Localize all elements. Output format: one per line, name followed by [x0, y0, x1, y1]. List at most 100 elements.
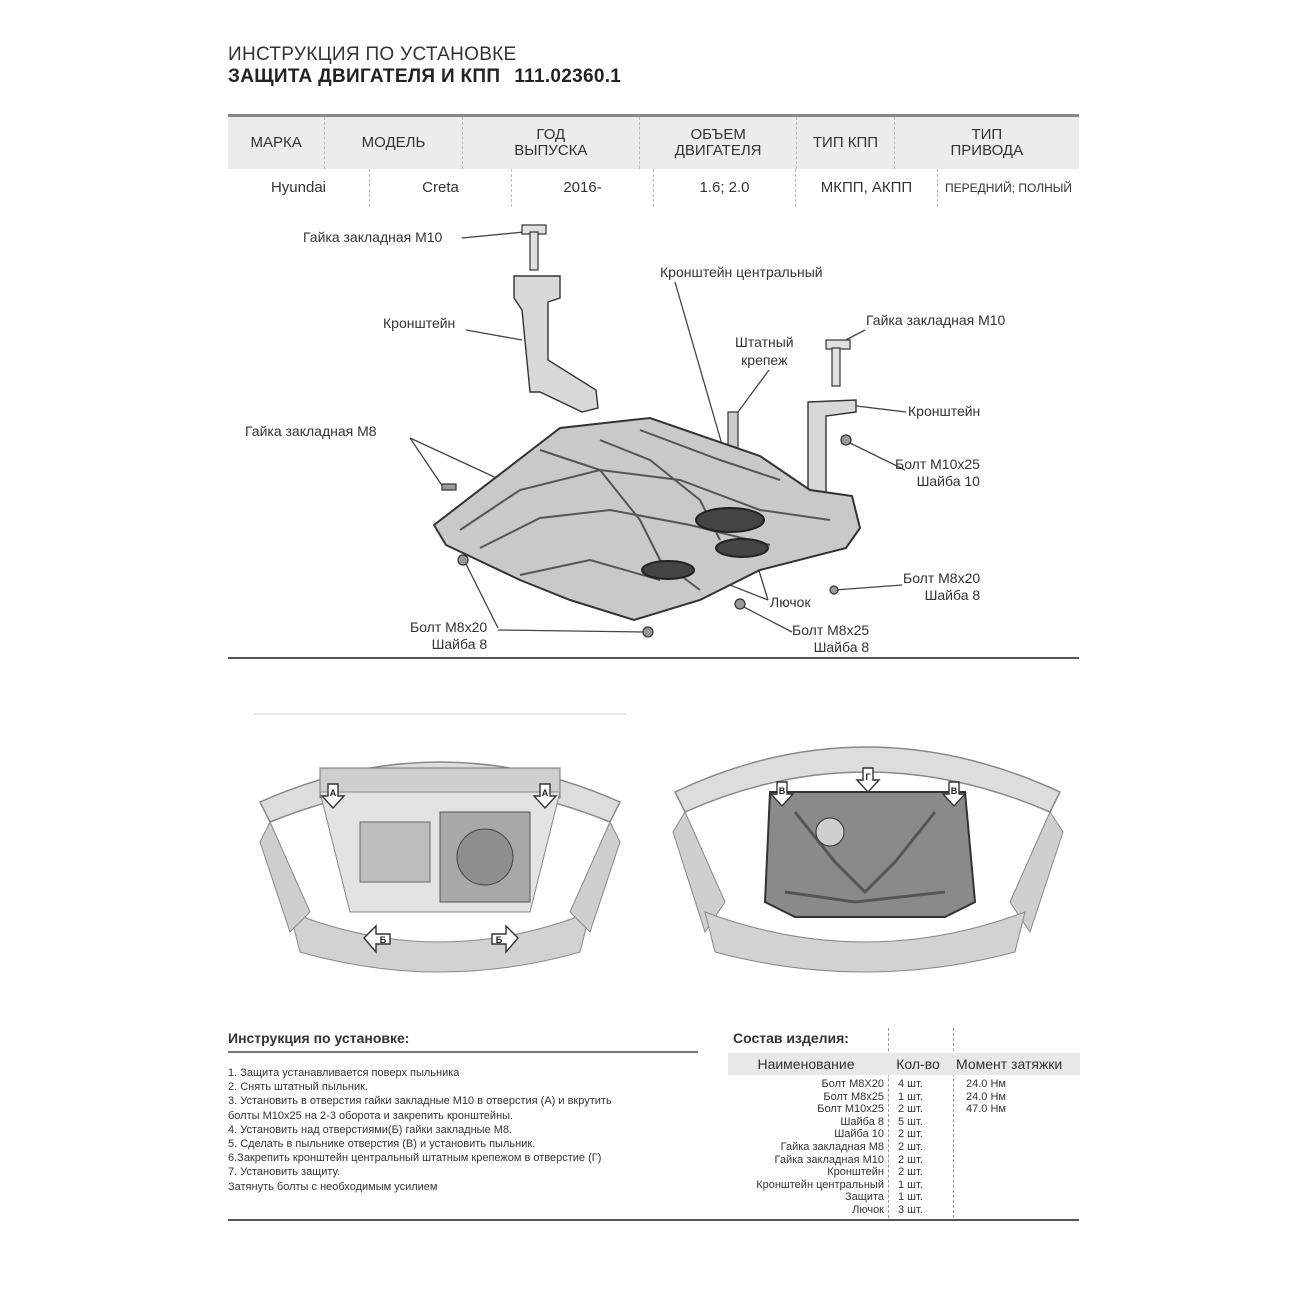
row-name: Болт М8х25 — [823, 1090, 884, 1103]
spec-brand: Hyundai — [228, 169, 370, 207]
marker-a-right: А — [542, 788, 549, 798]
marker-v-left: В — [779, 786, 786, 796]
label-bolt-m10x25: Болт М10х25 Шайба 10 — [895, 456, 980, 489]
row-qty: 2 шт. — [898, 1166, 923, 1179]
instruction-line-9: Затянуть болты с необходимым усилием — [228, 1180, 438, 1193]
product-name: ЗАЩИТА ДВИГАТЕЛЯ И КПП — [228, 66, 501, 87]
row-torque: 47.0 Нм — [966, 1103, 1006, 1116]
row-qty: 2 шт. — [898, 1140, 923, 1153]
row-name: Шайба 10 — [834, 1128, 884, 1141]
label-nut-m10-top: Гайка закладная М10 — [303, 229, 443, 245]
instruction-line-5: 4. Установить над отверстиями(Б) гайки з… — [228, 1123, 513, 1136]
instruction-line-8: 7. Установить защиту. — [228, 1166, 340, 1179]
row-name: Болт М8Х20 — [821, 1078, 884, 1090]
label-nut-m10-right: Гайка закладная М10 — [866, 312, 1006, 328]
composition-row: Болт М10х25 2 шт. 47.0 Нм — [728, 1103, 1080, 1116]
label-bolt-m8x25: Болт М8х25 Шайба 8 — [792, 622, 869, 655]
instruction-line-4: болты М10х25 на 2-3 оборота и закрепить … — [228, 1109, 514, 1122]
label-standard-fastener-line1: Штатный — [735, 334, 794, 350]
instruction-line-6: 5. Сделать в пыльнике отверстия (В) и ус… — [228, 1138, 536, 1151]
label-bolt-m8x20-right: Болт М8х20 Шайба 8 — [903, 570, 980, 603]
composition-row: Болт М8х25 1 шт. 24.0 Нм — [728, 1091, 1080, 1104]
spec-year: 2016- — [512, 169, 654, 207]
instruction-line-3: 3. Установить в отверстия гайки закладны… — [228, 1095, 612, 1108]
spec-header-brand: МАРКА — [228, 117, 326, 169]
row-name: Защита — [845, 1191, 884, 1204]
spec-model: Creta — [370, 169, 512, 207]
label-bolt-m8x25-name: Болт М8х25 — [792, 622, 870, 638]
photo-underside-with-plate: В Г В — [672, 746, 1064, 973]
composition-row: Шайба 8 5 шт. — [728, 1116, 1080, 1129]
label-nut-m8: Гайка закладная М8 — [245, 423, 377, 439]
row-qty: 2 шт. — [898, 1103, 923, 1116]
row-torque: 24.0 Нм — [966, 1090, 1006, 1103]
label-washer-8-right: Шайба 8 — [924, 587, 981, 603]
spec-header-year: ГОД ВЫПУСКА — [463, 117, 640, 169]
row-torque — [958, 1191, 1080, 1204]
instruction-line-2: 2. Снять штатный пыльник. — [228, 1081, 368, 1094]
spec-header-gearbox: ТИП КПП — [797, 117, 895, 169]
label-washer-10: Шайба 10 — [916, 473, 980, 489]
instruction-line-1: 1. Защита устанавливается поверх пыльник… — [228, 1067, 460, 1079]
composition-row: Кронштейн центральный 1 шт. — [728, 1179, 1080, 1192]
composition-divider-2 — [953, 1028, 954, 1218]
marker-v-right: В — [951, 786, 958, 796]
hatch-3 — [641, 560, 695, 580]
part-number: 111.02360.1 — [514, 66, 622, 87]
instructions-list: 1. Защита устанавливается поверх пыльник… — [228, 1066, 698, 1194]
photo-underside-without-plate: А А Б Б — [254, 713, 626, 973]
instructions-heading: Инструкция по установке: — [228, 1030, 410, 1046]
composition-row: Гайка закладная М8 2 шт. — [728, 1141, 1080, 1154]
spec-header-drive: ТИП ПРИВОДА — [950, 126, 1024, 159]
spec-drive: ПЕРЕДНИЙ; ПОЛНЫЙ — [945, 181, 1072, 195]
label-hatch: Лючок — [770, 594, 811, 610]
composition-row: Шайба 10 2 шт. — [728, 1128, 1080, 1141]
composition-row: Кронштейн 2 шт. — [728, 1166, 1080, 1179]
composition-row: Гайка закладная М10 2 шт. — [728, 1154, 1080, 1167]
hatch-1 — [695, 507, 765, 533]
row-qty: 1 шт. — [898, 1191, 923, 1204]
row-qty: 5 шт. — [898, 1115, 923, 1128]
row-name: Кронштейн центральный — [756, 1178, 884, 1191]
composition-col-name: Наименование — [757, 1056, 855, 1072]
composition-table: Наименование Кол-во Момент затяжки Болт … — [728, 1053, 1080, 1217]
row-torque — [958, 1166, 1080, 1179]
row-torque: 24.0 Нм — [966, 1078, 1006, 1090]
row-name: Гайка закладная М8 — [780, 1140, 884, 1153]
row-qty: 1 шт. — [898, 1090, 923, 1103]
composition-divider-1 — [888, 1028, 889, 1218]
row-qty: 3 шт. — [898, 1203, 923, 1216]
label-standard-fastener-line2: крепеж — [741, 352, 788, 368]
row-name: Кронштейн — [827, 1166, 884, 1179]
marker-g: Г — [865, 772, 870, 782]
marker-a-left: А — [330, 788, 337, 798]
row-torque — [958, 1128, 1080, 1141]
row-qty: 1 шт. — [898, 1178, 923, 1191]
spec-table: МАРКА МОДЕЛЬ ГОД ВЫПУСКА ОБЪЕМ ДВИГАТЕЛЯ… — [228, 114, 1079, 207]
row-torque — [958, 1116, 1080, 1129]
row-torque — [958, 1204, 1080, 1217]
instruction-line-7: 6.Закрепить кронштейн центральный штатны… — [228, 1152, 602, 1165]
marker-b-left: Б — [380, 935, 387, 945]
row-name: Шайба 8 — [840, 1115, 884, 1128]
label-bracket-right: Кронштейн — [908, 403, 981, 419]
spec-table-row: Hyundai Creta 2016- 1.6; 2.0 МКПП, АКПП … — [228, 169, 1079, 207]
row-name: Болт М10х25 — [817, 1103, 884, 1116]
instructions-divider — [228, 1051, 698, 1053]
marker-b-right: Б — [496, 935, 503, 945]
row-name: Гайка закладная М10 — [774, 1153, 884, 1166]
hatch-2 — [715, 538, 769, 558]
row-qty: 2 шт. — [898, 1128, 923, 1141]
label-bolt-m10x25-name: Болт М10х25 — [895, 456, 980, 472]
label-washer-8-mid: Шайба 8 — [813, 639, 870, 655]
row-qty: 2 шт. — [898, 1153, 923, 1166]
label-bolt-m8x20-left: Болт М8х20 Шайба 8 — [410, 619, 487, 652]
label-bolt-m8x20-left-name: Болт М8х20 — [410, 619, 488, 635]
composition-col-torque: Момент затяжки — [956, 1056, 1063, 1072]
composition-row: Защита 1 шт. — [728, 1191, 1080, 1204]
spec-header-model: МОДЕЛЬ — [325, 117, 463, 169]
composition-col-qty: Кол-во — [896, 1056, 940, 1072]
